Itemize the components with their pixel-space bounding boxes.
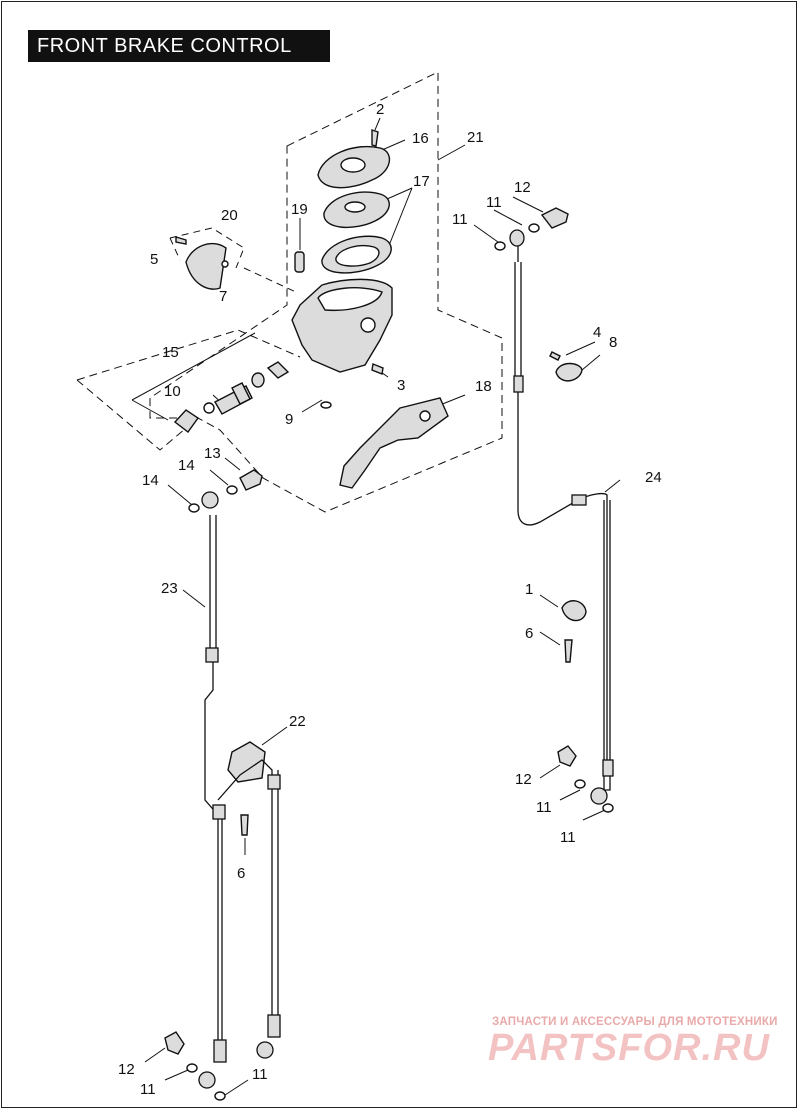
watermark-logo: PARTSFOR.RU [488,1027,770,1069]
callout-24: 24 [645,469,662,486]
spring-15 [266,361,290,379]
callout-6b: 6 [237,865,245,882]
callout-14a: 14 [178,457,195,474]
set-screw-3 [371,363,384,375]
callout-7: 7 [219,288,227,305]
washer-11c [574,779,586,789]
washer-11b [494,241,506,251]
hose-clip-8 [555,362,583,382]
watermark-tagline: ЗАПЧАСТИ И АКСЕССУАРЫ ДЛЯ МОТОТЕХНИКИ [492,1016,778,1028]
plate-hole-17 [344,201,366,213]
banjo-23-right [256,1041,274,1059]
diaphragm-inner-17 [335,244,380,267]
cup-15 [251,372,265,388]
washer-11e [186,1063,198,1073]
banjo-bolt-12c [164,1031,185,1055]
callout-5: 5 [150,251,158,268]
callout-9: 9 [285,411,293,428]
assembly-21-outline [149,71,503,513]
callout-8: 8 [609,334,617,351]
fitting-23a [205,647,219,663]
callout-11b: 11 [452,211,468,228]
assembly-15-inner [131,332,256,421]
screw-2 [371,129,379,147]
reservoir-opening [317,287,383,312]
screw-6b [240,814,249,836]
fitting-24a [513,375,524,393]
fitting-23e [267,1014,281,1038]
clamp-20 [185,243,227,290]
clamp-1 [561,600,587,622]
callout-20: 20 [221,207,238,224]
piston-seal-15 [231,382,251,405]
banjo-bolt-13 [239,469,263,491]
washer-11d [602,803,614,813]
callout-1: 1 [525,581,533,598]
callout-11f: 11 [252,1066,268,1083]
callout-11a: 11 [486,194,502,211]
callout-12a: 12 [514,179,531,196]
callout-22: 22 [289,713,306,730]
callout-2: 2 [376,101,384,118]
callout-14b: 14 [142,472,159,489]
brake-line-23 [204,515,279,1040]
callout-15: 15 [162,344,179,361]
callout-11c: 11 [536,799,552,816]
banjo-bolt-12b [557,745,577,767]
cover-boss-16 [340,157,366,173]
assembly-15-outline [76,329,301,451]
callout-16: 16 [412,130,429,147]
brake-lever-18 [339,397,449,489]
fitting-23d [213,1039,227,1063]
washer-14a [226,485,238,495]
callout-3: 3 [397,377,405,394]
callout-12b: 12 [515,771,532,788]
brake-hose-bracket-22 [227,741,266,783]
callout-13: 13 [204,445,221,462]
snap-ring-10 [203,402,215,414]
callout-19: 19 [291,201,308,218]
callout-11e: 11 [140,1081,156,1098]
washer-14b [188,503,200,513]
page-title: FRONT BRAKE CONTROL [28,30,330,62]
banjo-23-top [201,491,219,509]
callout-4: 4 [593,324,601,341]
callout-23: 23 [161,580,178,597]
banjo-24-top [509,229,525,247]
banjo-24-bottom [590,787,608,805]
fitting-23b [212,804,226,820]
body-port [360,317,376,333]
screw-6a [564,639,573,663]
assembly-20-outline [169,227,299,294]
callout-17: 17 [413,173,430,190]
pivot-pin-19 [294,251,305,273]
callout-18: 18 [475,378,492,395]
callout-21: 21 [467,129,484,146]
fitting-23c [267,774,281,790]
o-ring-9 [320,401,332,409]
fitting-24b [571,494,587,506]
callout-11d: 11 [560,829,576,846]
washer-7 [221,260,229,268]
screw-4 [549,351,561,361]
boot-10 [173,409,199,433]
fitting-24c [602,759,614,777]
washer-11f [214,1091,226,1101]
callout-6a: 6 [525,625,533,642]
screw-5 [175,236,187,245]
banjo-bolt-12a [540,207,569,229]
washer-11a [528,223,540,233]
brake-line-24 [514,240,611,791]
banjo-23-left [198,1071,216,1089]
lever-pivot-18 [419,410,431,422]
callout-10: 10 [164,383,181,400]
callout-12c: 12 [118,1061,135,1078]
